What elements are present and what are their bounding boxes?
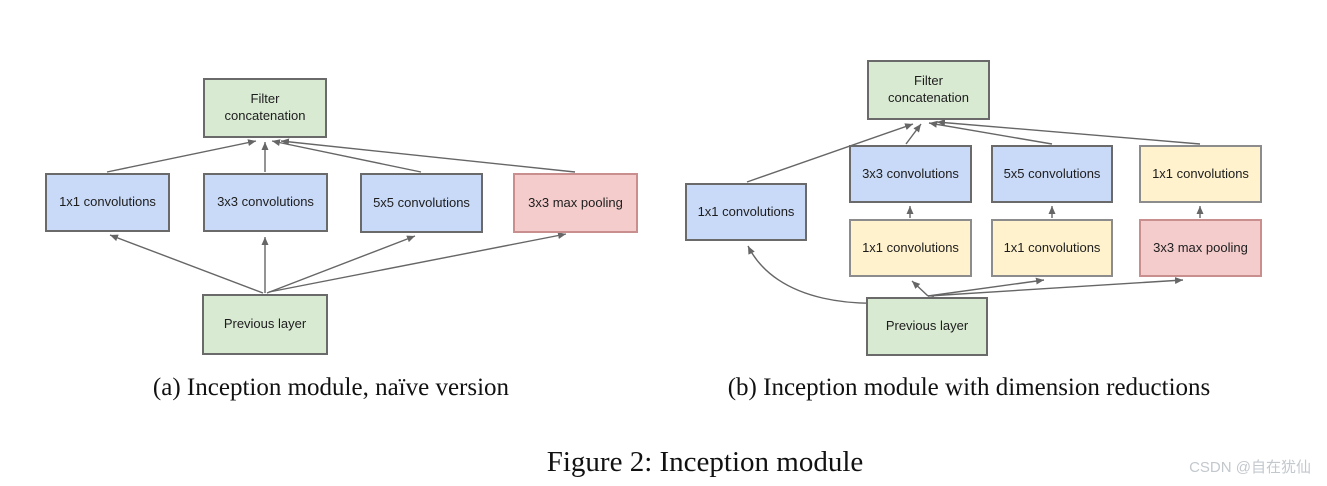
edge-conv-3x3-b-to-filter-concat-b	[905, 123, 922, 145]
edge-previous-layer-b-to-reduce-1x1-5x5-b	[927, 277, 1045, 297]
edge-previous-layer-a-to-conv-5x5-a	[266, 235, 416, 294]
node-conv-1x1-a: 1x1 convolutions	[45, 173, 170, 232]
node-label: 3x3 convolutions	[862, 165, 959, 181]
node-max-pool-a: 3x3 max pooling	[513, 173, 638, 233]
node-conv-3x3-a: 3x3 convolutions	[203, 173, 328, 232]
edge-conv-5x5-a-to-filter-concat-a	[271, 139, 422, 173]
node-conv-5x5-a: 5x5 convolutions	[360, 173, 483, 233]
node-label: Filter concatenation	[224, 91, 306, 123]
node-filter-concat-b: Filter concatenation	[867, 60, 990, 120]
node-label: 1x1 convolutions	[1152, 165, 1249, 181]
node-label: 5x5 convolutions	[373, 194, 470, 210]
edge-previous-layer-a-to-conv-1x1-a	[109, 234, 264, 294]
node-label: 1x1 convolutions	[59, 194, 156, 210]
node-label: 1x1 convolutions	[697, 203, 795, 219]
edge-max-pool-a-to-filter-concat-a	[280, 138, 576, 173]
node-label: Filter concatenation	[888, 73, 969, 105]
node-conv-1x1-left-b: 1x1 convolutions	[685, 183, 807, 241]
node-label: 3x3 max pooling	[528, 194, 623, 210]
caption-diagram-a: (a) Inception module, naïve version	[152, 374, 510, 401]
edge-previous-layer-a-to-max-pool-a	[268, 232, 567, 293]
node-conv-3x3-b: 3x3 convolutions	[849, 145, 972, 203]
node-previous-layer-b: Previous layer	[866, 297, 988, 356]
figure-caption: Figure 2: Inception module	[546, 446, 864, 478]
node-label: Previous layer	[223, 316, 307, 332]
edge-conv-5x5-b-to-filter-concat-b	[928, 120, 1053, 145]
node-previous-layer-a: Previous layer	[202, 294, 328, 355]
node-filter-concat-a: Filter concatenation	[203, 78, 327, 138]
node-label: Previous layer	[885, 318, 969, 334]
edge-conv-1x1-right-b-to-filter-concat-b	[936, 119, 1201, 145]
node-reduce-1x1-5x5-b: 1x1 convolutions	[991, 219, 1113, 277]
caption-diagram-b: (b) Inception module with dimension redu…	[727, 374, 1211, 401]
node-label: 3x3 convolutions	[217, 194, 314, 210]
node-label: 1x1 convolutions	[1003, 239, 1101, 255]
edge-previous-layer-b-to-reduce-1x1-3x3-b	[911, 280, 929, 297]
edge-previous-layer-b-to-max-pool-b	[927, 277, 1184, 297]
node-conv-1x1-right-b: 1x1 convolutions	[1139, 145, 1262, 203]
watermark-text: CSDN @自在犹仙	[1189, 459, 1311, 476]
edge-conv-1x1-a-to-filter-concat-a	[106, 139, 257, 173]
node-label: 5x5 convolutions	[1003, 165, 1101, 181]
node-label: 1x1 convolutions	[862, 239, 959, 255]
node-label: 3x3 max pooling	[1153, 239, 1248, 255]
node-reduce-1x1-3x3-b: 1x1 convolutions	[849, 219, 972, 277]
node-max-pool-b: 3x3 max pooling	[1139, 219, 1262, 277]
node-conv-5x5-b: 5x5 convolutions	[991, 145, 1113, 203]
